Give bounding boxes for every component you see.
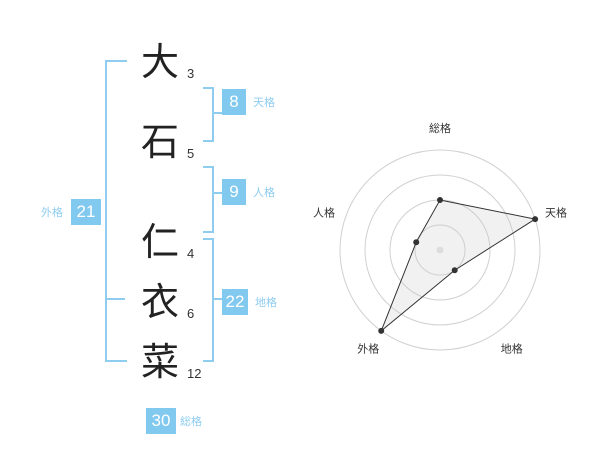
ten-kaku-tick (212, 112, 222, 114)
radar-axis-label-3: 地格 (501, 342, 523, 356)
sou-kaku-badge: 30 (146, 408, 176, 434)
name-char-5: 菜 (140, 340, 179, 384)
gai-kaku-badge: 21 (71, 199, 101, 225)
chi-kaku-tick (212, 298, 222, 300)
name-char-1: 大 (140, 40, 179, 84)
name-char-2: 石 (140, 120, 179, 164)
stroke-count-3: 4 (187, 246, 195, 261)
radar-point-5 (413, 239, 420, 246)
gai-kaku-label: 外格 (41, 206, 63, 219)
chi-kaku-bracket (203, 238, 214, 362)
chi-kaku-badge: 22 (222, 289, 248, 315)
radar-ring-4 (339, 149, 541, 351)
jin-kaku-tick (212, 192, 222, 194)
stroke-count-5: 12 (187, 366, 202, 381)
radar-point-4 (378, 327, 385, 334)
radar-axis-label-2: 天格 (545, 205, 567, 219)
radar-point-1 (437, 197, 443, 203)
radar-axis-label-4: 外格 (357, 342, 379, 356)
radar-axis-label-5: 人格 (313, 205, 335, 219)
chi-kaku-label: 地格 (255, 296, 277, 309)
gai-kaku-bracket (105, 60, 127, 362)
ten-kaku-bracket (203, 87, 214, 142)
jin-kaku-badge: 9 (222, 179, 246, 205)
ten-kaku-label: 天格 (253, 96, 275, 109)
jin-kaku-label: 人格 (253, 186, 275, 199)
radar-center-dot (436, 246, 444, 254)
radar-axis-label-1: 総格 (429, 121, 451, 135)
gai-kaku-inner-tick (107, 298, 125, 300)
stroke-count-2: 5 (187, 146, 195, 161)
radar-ring-3 (364, 174, 516, 326)
radar-point-3 (451, 267, 458, 274)
sou-kaku-label: 総格 (180, 415, 202, 428)
name-char-4: 衣 (140, 280, 179, 324)
radar-ring-1 (414, 224, 466, 276)
stroke-count-1: 3 (187, 66, 195, 81)
jin-kaku-bracket (203, 166, 214, 233)
name-char-3: 仁 (140, 220, 179, 264)
radar-point-2 (532, 216, 539, 223)
ten-kaku-badge: 8 (222, 89, 246, 115)
radar-data-polygon (380, 199, 537, 332)
stroke-count-4: 6 (187, 306, 195, 321)
